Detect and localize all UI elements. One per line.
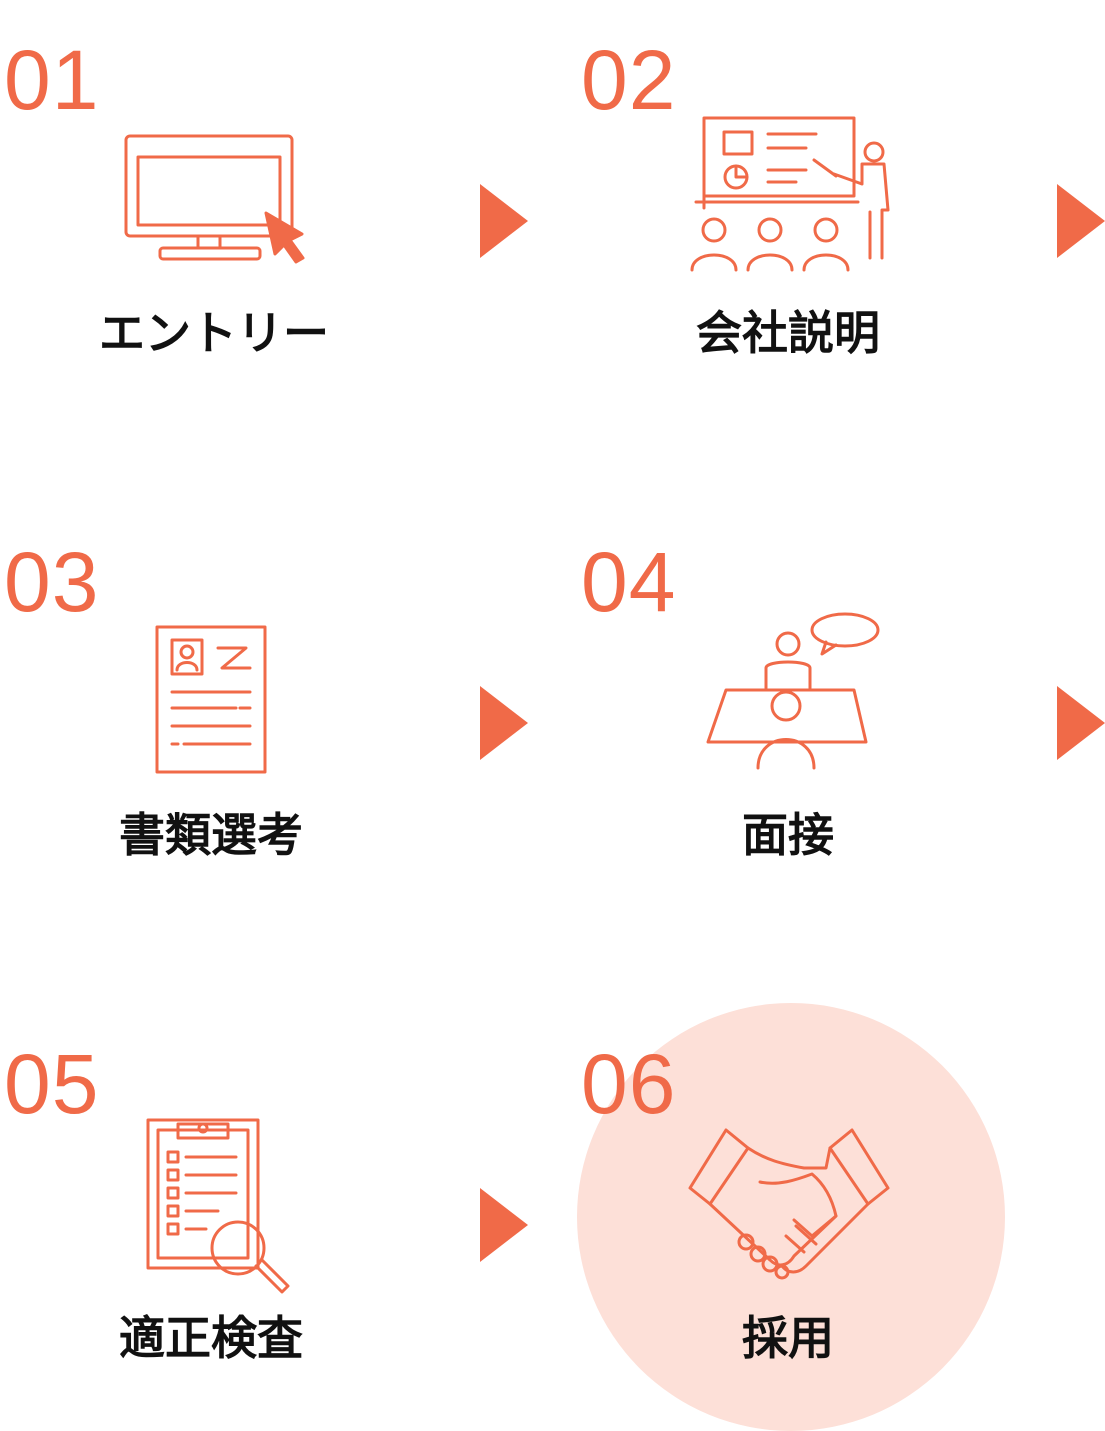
- step-label: エントリー: [99, 306, 329, 360]
- triangle-right-icon: [480, 1188, 528, 1262]
- computer-monitor-cursor-icon: [124, 134, 305, 264]
- step-number: 05: [4, 1037, 100, 1131]
- step-number: 02: [581, 33, 677, 127]
- clipboard-magnifier-icon: [146, 1118, 290, 1294]
- handshake-icon: [688, 1128, 890, 1280]
- triangle-right-icon: [480, 686, 528, 760]
- step-label: 書類選考: [119, 808, 303, 862]
- step-label: 面接: [742, 808, 834, 862]
- step-label: 採用: [742, 1311, 834, 1365]
- resume-document-icon: [155, 625, 267, 774]
- triangle-right-icon: [480, 184, 528, 258]
- final-step-highlight-circle: [577, 1003, 1005, 1431]
- step-number: 04: [581, 535, 677, 629]
- step-number: 01: [4, 33, 100, 127]
- step-number: 03: [4, 535, 100, 629]
- step-label: 会社説明: [696, 306, 880, 360]
- triangle-right-icon: [1057, 686, 1105, 760]
- triangle-right-icon: [1057, 184, 1105, 258]
- interview-speech-bubble-icon: [706, 612, 880, 770]
- step-label: 適正検査: [119, 1311, 303, 1365]
- step-number: 06: [581, 1037, 677, 1131]
- presentation-audience-icon: [690, 116, 890, 272]
